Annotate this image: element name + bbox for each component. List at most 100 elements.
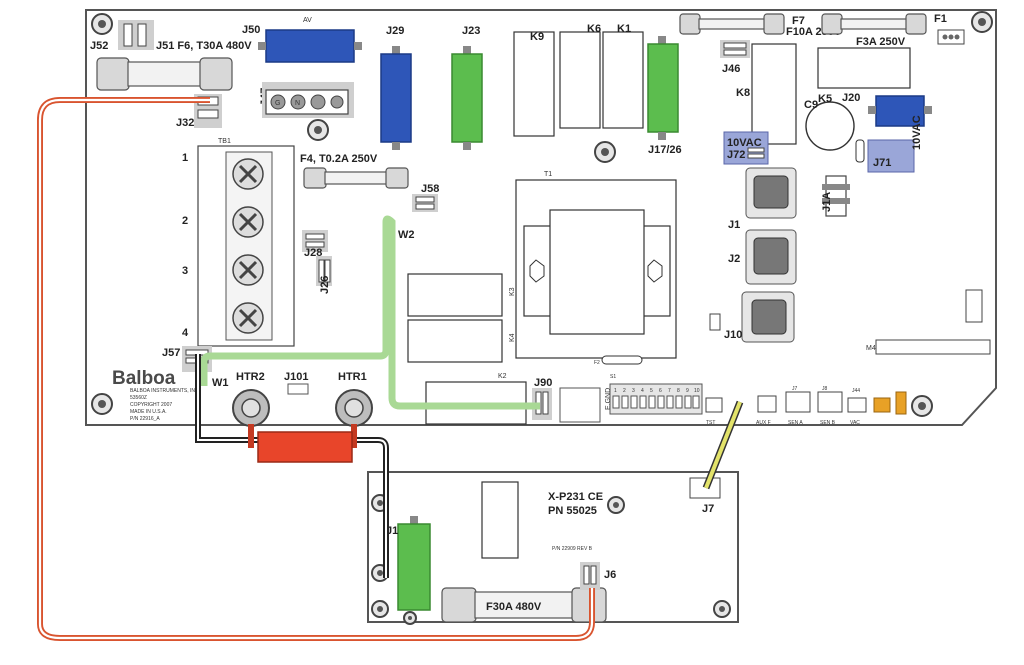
brand-line-4: MADE IN U.S.A. — [130, 409, 167, 415]
j47-pin-g — [270, 94, 286, 110]
relay-k8 — [751, 43, 797, 145]
j1a-label: J1A — [821, 192, 833, 212]
j101-header — [287, 383, 309, 395]
j50-relay-blue — [265, 29, 355, 63]
f6-label: J51 F6, T30A 480V — [156, 40, 252, 52]
mounting-hole — [91, 13, 113, 35]
j58-pin — [415, 203, 435, 210]
htr1-label: HTR1 — [338, 371, 367, 383]
j20-label: J20 — [842, 92, 860, 104]
j29-pin — [392, 46, 400, 54]
w1-label: W1 — [212, 377, 229, 389]
heater-terminal-htr2 — [232, 389, 270, 427]
j46-label: J46 — [722, 63, 740, 75]
j47-pin — [330, 95, 344, 109]
wire-black-w1-core — [197, 354, 387, 578]
expansion-j1-label: J1 — [386, 525, 398, 537]
relay-f3-block — [817, 47, 911, 89]
j71-voltage: 10VAC — [911, 115, 923, 150]
relay-k4 — [407, 319, 503, 363]
j20-pin — [868, 106, 876, 114]
s1-pos: 10 — [694, 388, 700, 394]
j47-pin-n-label: N — [295, 100, 300, 107]
htr2-label: HTR2 — [236, 371, 265, 383]
mounting-hole — [307, 119, 329, 141]
tb1-pos-2: 2 — [182, 215, 188, 227]
j32-label: J32 — [176, 117, 194, 129]
expansion-j7-header — [689, 477, 721, 499]
j26-label: J26 — [319, 276, 331, 294]
j29-relay-blue — [380, 53, 412, 143]
j17-26-label: J17/26 — [648, 144, 682, 156]
tst-header — [705, 397, 723, 413]
s1-pos: 1 — [614, 388, 617, 394]
f3-small-fuse — [855, 139, 865, 163]
j23-relay-green — [451, 53, 483, 143]
s1-pos: 9 — [686, 388, 689, 394]
fuse-f7 — [679, 13, 785, 35]
t1-label: T1 — [544, 171, 552, 178]
j71-label: J71 — [873, 157, 891, 169]
wire-green-w2 — [200, 215, 540, 410]
j29-label: J29 — [386, 25, 404, 37]
relay-k3-label: K3 — [509, 287, 516, 296]
heater-bar-legs — [248, 424, 357, 448]
m4-label: M4 — [866, 345, 876, 352]
aux-f-header — [757, 395, 777, 413]
c9-label: C9 — [804, 99, 818, 111]
orange-jumper — [895, 391, 907, 415]
tb1-screw — [232, 158, 264, 190]
heater-terminal-htr1 — [335, 389, 373, 427]
j29-pin — [392, 142, 400, 150]
brand-line-3: COPYRIGHT 2007 — [130, 402, 172, 408]
tb1-screw — [232, 302, 264, 334]
j71-jumper — [867, 139, 915, 173]
j1a-pin — [822, 198, 850, 204]
j47-pin-n — [290, 94, 306, 110]
jack-j10 — [741, 291, 795, 343]
s1-pos: 7 — [668, 388, 671, 394]
expansion-fuse — [441, 587, 607, 623]
j52-label: J52 — [90, 40, 108, 52]
j23-pin — [463, 142, 471, 150]
j101-label: J101 — [284, 371, 308, 383]
relay-k2-label: K2 — [498, 373, 507, 380]
relay-k4-label: K4 — [509, 333, 516, 342]
s1-pos: 6 — [659, 388, 662, 394]
capacitor-c9 — [805, 101, 855, 151]
j43-header — [709, 313, 721, 331]
relay-k1-label: K1 — [617, 23, 631, 35]
aux-f-label: AUX F — [756, 420, 771, 426]
j17-26-relay-green — [647, 43, 679, 133]
j26-pin — [318, 259, 325, 283]
j57-label: J57 — [162, 347, 180, 359]
w2-label: W2 — [398, 229, 415, 241]
j23-pin — [463, 46, 471, 54]
jack-j2 — [745, 229, 797, 285]
f7-label: F7 — [792, 15, 805, 27]
tst-label: TST — [706, 420, 715, 426]
j72-label: J72 — [727, 149, 745, 161]
j46-pin — [723, 49, 747, 56]
mounting-hole — [607, 496, 625, 514]
expansion-title: X-P231 CE — [548, 491, 603, 503]
wire-yellow — [704, 401, 742, 489]
dip-switch-levers[interactable] — [612, 395, 700, 409]
e-gnd-terminal — [559, 387, 601, 423]
expansion-board: X-P231 CE PN 55025 P/N 22909 REV B J7 J1… — [367, 471, 739, 625]
j58-pin — [415, 196, 435, 203]
dip-switch-positions: 1 2 3 4 5 6 7 8 9 10 — [614, 388, 700, 394]
mounting-hole — [403, 611, 417, 625]
mounting-hole — [713, 600, 731, 618]
k5-label: K5 — [818, 93, 832, 105]
j6-label: J6 — [604, 569, 616, 581]
expansion-fuse-label: F30A 480V — [486, 601, 542, 613]
j28-pin — [305, 241, 325, 248]
j50-pin — [354, 42, 362, 50]
j44-label: J44 — [852, 388, 860, 394]
tb1-pos-1: 1 — [182, 152, 188, 164]
e-gnd-label: E.GND — [605, 388, 612, 410]
tb1-pos-3: 3 — [182, 265, 188, 277]
j50-top-label: AV — [303, 17, 312, 24]
orange-jumper — [873, 397, 891, 413]
